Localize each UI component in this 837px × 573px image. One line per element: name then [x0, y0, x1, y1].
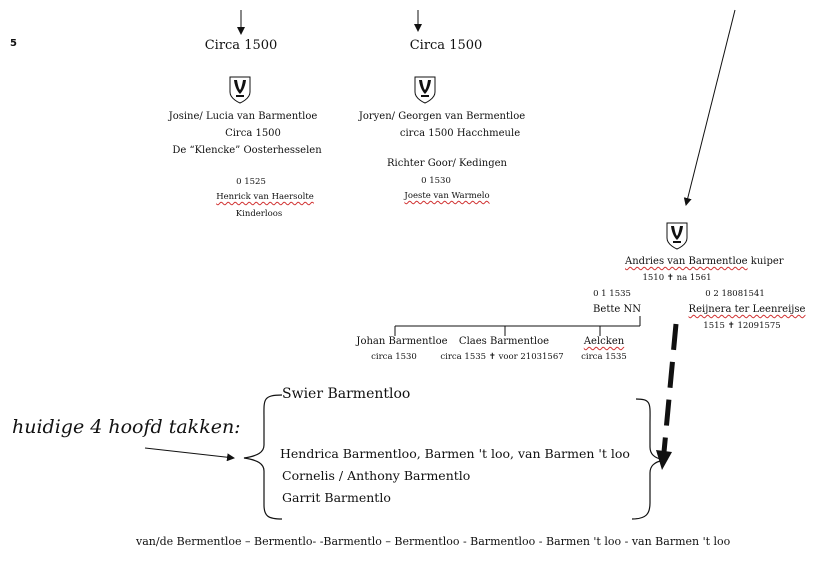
middle-circa-heading: Circa 1500 [409, 38, 483, 53]
child-name: Johan Barmentloe [356, 336, 448, 347]
branch-item: Hendrica Barmentloo, Barmen 't loo, van … [280, 446, 630, 461]
child-name: Claes Barmentloe [458, 336, 550, 347]
andries-occupation: kuiper [750, 256, 784, 267]
middle-office: Richter Goor/ Kedingen [387, 158, 507, 169]
right-brace [631, 398, 665, 520]
coat-of-arms-icon [229, 76, 251, 104]
branch-item: Swier Barmentloo [282, 386, 411, 402]
left-marriage: 0 1525 [236, 177, 266, 187]
middle-marriage: 0 1530 [421, 176, 451, 186]
spelling-variants: van/de Bermentloe – Bermentlo- -Barmentl… [136, 535, 731, 548]
left-note: Kinderloos [235, 209, 283, 219]
left-circa-heading: Circa 1500 [204, 38, 278, 53]
left-name: Josine/ Lucia van Barmentloe [168, 111, 318, 122]
child-date: circa 1530 [371, 352, 417, 362]
child-name: Aelcken [583, 336, 625, 347]
andries-name: Andries van Barmentloe [625, 256, 748, 267]
arrow-right-branch [683, 9, 736, 206]
spouse-2: Reijnera ter Leenreijse [688, 304, 806, 315]
coat-of-arms-icon [414, 76, 436, 104]
child-date: circa 1535 ✝ voor 21031567 [440, 352, 564, 362]
left-place: De “Klencke” Oosterhesselen [172, 145, 322, 156]
spouse-1: Bette NN [593, 304, 641, 315]
left-spouse: Henrick van Haersolte [216, 192, 314, 202]
middle-date-place: circa 1500 Hacchmeule [399, 128, 521, 139]
marriage-2: 0 2 18081541 [705, 289, 765, 299]
dashed-arrow [661, 323, 679, 453]
child-date: circa 1535 [581, 352, 627, 362]
left-date: Circa 1500 [225, 128, 281, 139]
middle-spouse: Joeste van Warmelo [404, 191, 490, 201]
andries-name-line: Andries van Barmentloe kuiper [625, 256, 784, 267]
label-arrow [144, 447, 235, 462]
current-branches-label: huidige 4 hoofd takken: [12, 416, 241, 438]
marriage-1: 0 1 1535 [593, 289, 631, 299]
coat-of-arms-icon [666, 222, 688, 250]
middle-name: Joryen/ Georgen van Bermentloe [358, 111, 526, 122]
page-number: 5 [10, 38, 17, 49]
andries-dates: 1510 ✝ na 1561 [642, 273, 712, 283]
branch-item: Cornelis / Anthony Barmentlo [282, 468, 471, 483]
left-brace [243, 394, 283, 520]
branch-item: Garrit Barmentlo [282, 490, 391, 505]
spouse-2-dates: 1515 ✝ 12091575 [703, 321, 781, 331]
